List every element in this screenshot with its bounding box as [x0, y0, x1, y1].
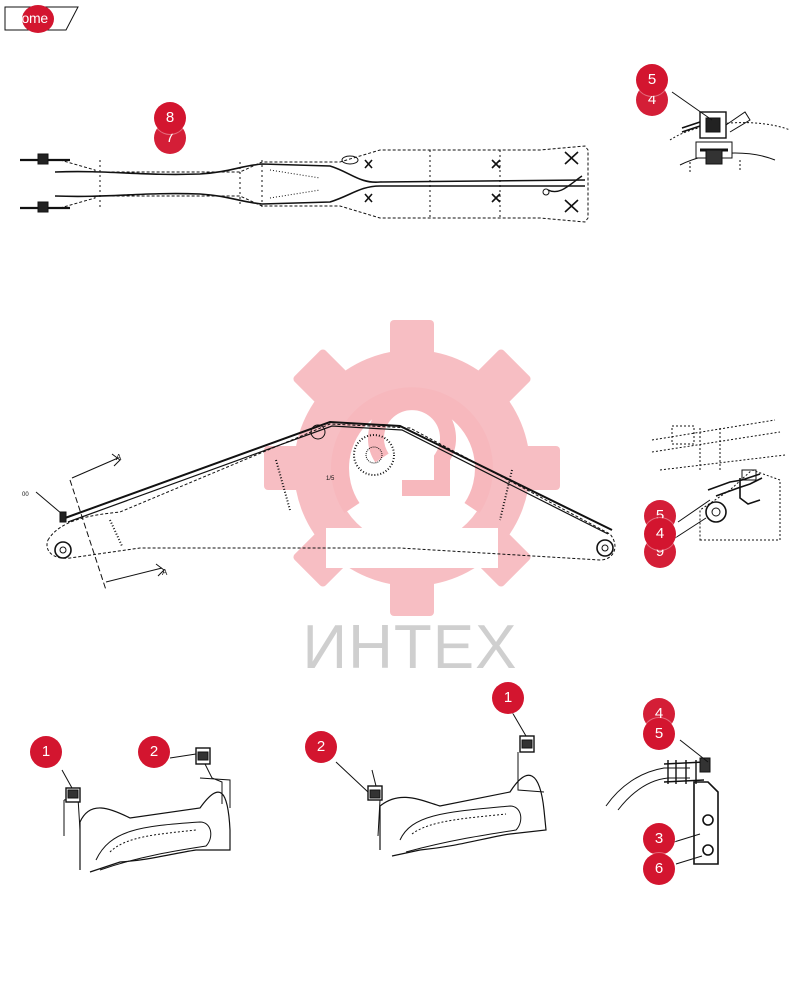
home-label: home	[14, 10, 48, 26]
callout-3-bracket[interactable]: 3	[643, 823, 675, 855]
callout-6-bracket[interactable]: 6	[643, 853, 675, 885]
home-dot-icon	[22, 5, 54, 33]
watermark-brand-text: ИНТЕХ	[302, 613, 518, 682]
callout-4-mid[interactable]: 4	[644, 518, 676, 550]
callout-8[interactable]: 8	[154, 102, 186, 134]
boom-plan-view	[20, 145, 589, 223]
section-label-top: A	[116, 453, 122, 462]
callout-2-middle[interactable]: 2	[305, 731, 337, 763]
section-label-bottom: A	[162, 568, 168, 577]
boom-side-view	[35, 420, 616, 591]
bracket-detail	[605, 739, 719, 865]
detail-fitting-middle	[651, 419, 786, 541]
callout-1-left[interactable]: 1	[30, 736, 62, 768]
mid-mark-label: 1/5	[326, 476, 335, 482]
clamp-arm-left	[61, 747, 231, 873]
clamp-arm-middle	[335, 711, 547, 857]
callout-1-middle[interactable]: 1	[492, 682, 524, 714]
callout-5-bracket[interactable]: 5	[643, 718, 675, 750]
detail-fitting-top	[669, 91, 791, 172]
callout-2-left[interactable]: 2	[138, 736, 170, 768]
home-tab-button[interactable]: home	[4, 4, 80, 33]
cylinder-mark-label: 00	[22, 492, 29, 498]
callout-5-top[interactable]: 5	[636, 64, 668, 96]
